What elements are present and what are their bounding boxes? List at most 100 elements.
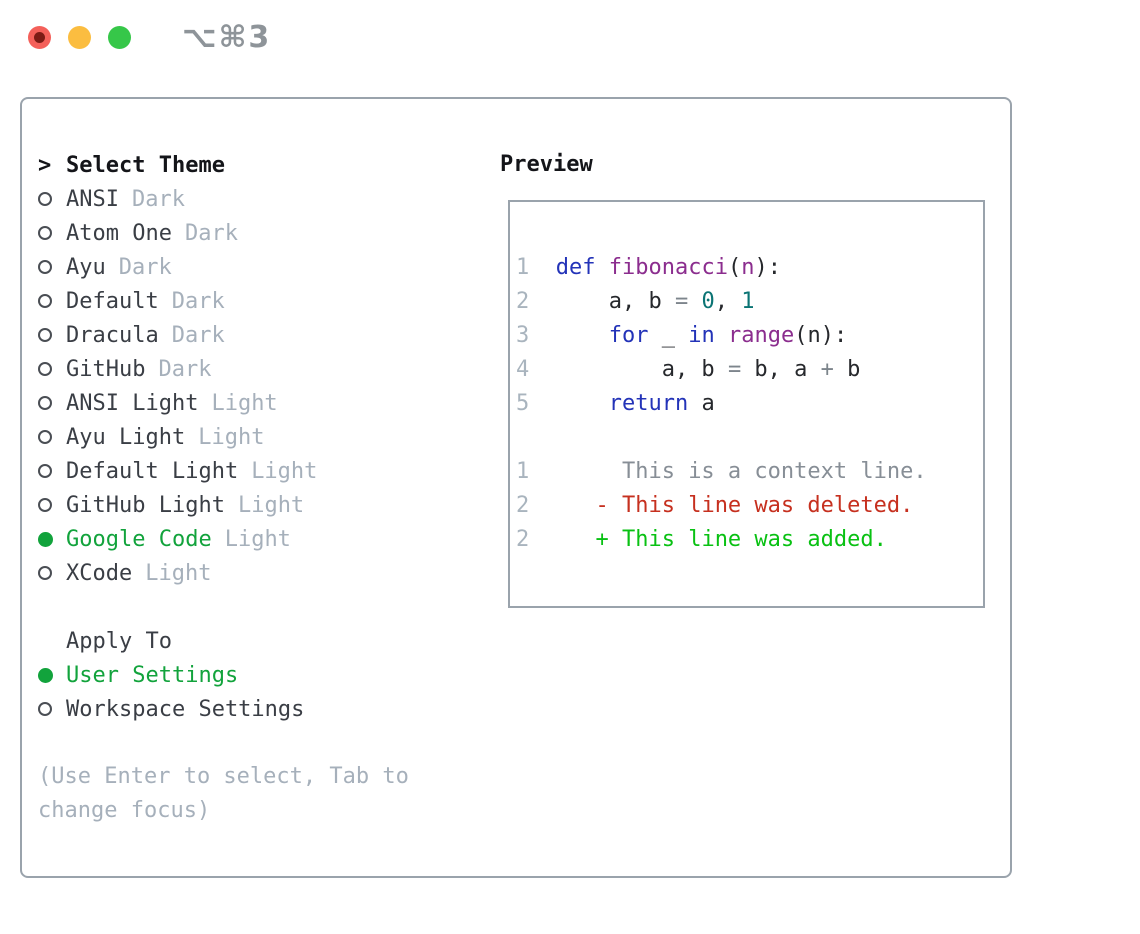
radio-icon	[38, 396, 52, 410]
radio-marker	[38, 362, 66, 376]
theme-option-name: Atom One	[66, 220, 172, 246]
radio-icon	[38, 192, 52, 206]
line-number: 1	[516, 255, 530, 280]
prompt-caret-icon: >	[38, 152, 52, 178]
theme-option[interactable]: Default Dark	[38, 284, 409, 318]
apply-to-title: Apply To	[66, 628, 172, 654]
theme-option-name: ANSI	[66, 186, 119, 212]
apply-to-option-label: User Settings	[66, 662, 239, 688]
radio-marker	[38, 702, 66, 716]
theme-option-name: Dracula	[66, 322, 159, 348]
code-line: 2 + This line was added.	[516, 527, 887, 552]
radio-marker	[38, 294, 66, 308]
theme-option-name: GitHub Light	[66, 492, 225, 518]
hint-line: change focus)	[38, 798, 211, 823]
theme-option-variant: Dark	[118, 254, 172, 280]
code-line: 4 a, b = b, a + b	[516, 357, 861, 382]
theme-option[interactable]: XCode Light	[38, 556, 409, 590]
theme-option-variant: Dark	[171, 322, 225, 348]
theme-option-variant: Light	[211, 390, 278, 416]
theme-option[interactable]: GitHub Light Light	[38, 488, 409, 522]
theme-option-name: Default	[66, 288, 159, 314]
radio-icon	[38, 226, 52, 240]
radio-marker	[38, 464, 66, 478]
spacer	[38, 726, 409, 760]
code-line: 5 return a	[516, 391, 715, 416]
apply-to-option[interactable]: Workspace Settings	[38, 692, 409, 726]
theme-option[interactable]: Ayu Light Light	[38, 420, 409, 454]
theme-option-name: GitHub	[66, 356, 146, 382]
radio-icon	[38, 260, 52, 274]
radio-icon	[38, 566, 52, 580]
selected-radio-icon	[38, 667, 53, 683]
radio-icon	[38, 328, 52, 342]
radio-marker	[38, 328, 66, 342]
zoom-button[interactable]	[108, 25, 131, 49]
preview-box: 1 def fibonacci(n): 2 a, b = 0, 1 3 for _ …	[508, 200, 985, 608]
radio-marker	[38, 498, 66, 512]
window-titlebar: ⌥⌘3	[0, 0, 1140, 74]
theme-option-variant: Light	[198, 424, 265, 450]
radio-icon	[38, 498, 52, 512]
radio-marker	[38, 566, 66, 580]
theme-option[interactable]: Atom One Dark	[38, 216, 409, 250]
preview-title: Preview	[500, 152, 593, 177]
line-number: 3	[516, 323, 530, 348]
keyboard-hint-text: (Use Enter to select, Tab to change focus…	[38, 760, 409, 828]
radio-marker	[38, 531, 66, 547]
theme-option-variant: Light	[237, 492, 305, 518]
radio-marker	[38, 226, 66, 240]
radio-marker	[38, 396, 66, 410]
code-line: 1 def fibonacci(n):	[516, 255, 781, 280]
line-number: 2	[516, 289, 530, 314]
apply-to-option[interactable]: User Settings	[38, 658, 409, 692]
code-line: 3 for _ in range(n):	[516, 323, 848, 348]
theme-option[interactable]: Google Code Light	[38, 522, 409, 556]
preview-column: Preview 1 def fibonacci(n): 2 a, b = 0, 1…	[500, 148, 985, 608]
radio-marker	[38, 192, 66, 206]
line-number: 1	[516, 459, 530, 484]
theme-option-variant: Dark	[171, 288, 225, 314]
code-line: 2 a, b = 0, 1	[516, 289, 755, 314]
theme-option[interactable]: Dracula Dark	[38, 318, 409, 352]
line-number: 2	[516, 527, 530, 552]
line-number: 2	[516, 493, 530, 518]
radio-marker	[38, 430, 66, 444]
theme-option-name: Default Light	[66, 458, 239, 484]
select-theme-header: > Select Theme	[38, 148, 409, 182]
theme-option-variant: Light	[145, 560, 212, 586]
code-preview: 1 def fibonacci(n): 2 a, b = 0, 1 3 for _ …	[516, 251, 977, 557]
code-line: 2 - This line was deleted.	[516, 493, 914, 518]
code-line: 1 This is a context line.	[516, 459, 927, 484]
theme-option-variant: Dark	[184, 220, 238, 246]
theme-option-name: ANSI Light	[66, 390, 199, 416]
apply-to-header: Apply To	[38, 624, 409, 658]
theme-option-name: Ayu	[66, 254, 106, 280]
hint-line: (Use Enter to select, Tab to	[38, 764, 409, 789]
spacer	[38, 590, 409, 624]
line-number: 5	[516, 391, 530, 416]
apply-to-option-label: Workspace Settings	[66, 696, 305, 722]
theme-option[interactable]: Ayu Dark	[38, 250, 409, 284]
radio-icon	[38, 362, 52, 376]
theme-option-name: Ayu Light	[66, 424, 186, 450]
theme-option[interactable]: ANSI Light Light	[38, 386, 409, 420]
radio-icon	[38, 702, 52, 716]
radio-marker	[38, 667, 66, 683]
line-number: 4	[516, 357, 530, 382]
code-line	[516, 421, 977, 455]
theme-option-name: XCode	[66, 560, 133, 586]
theme-option-variant: Light	[251, 458, 318, 484]
close-button[interactable]	[28, 25, 51, 49]
theme-option[interactable]: Default Light Light	[38, 454, 409, 488]
radio-icon	[38, 464, 52, 478]
radio-icon	[38, 430, 52, 444]
theme-option-variant: Light	[224, 526, 291, 552]
theme-option-name: Google Code	[66, 526, 212, 552]
radio-icon	[38, 294, 52, 308]
minimize-button[interactable]	[68, 25, 91, 49]
keyboard-shortcut-label: ⌥⌘3	[182, 19, 272, 55]
